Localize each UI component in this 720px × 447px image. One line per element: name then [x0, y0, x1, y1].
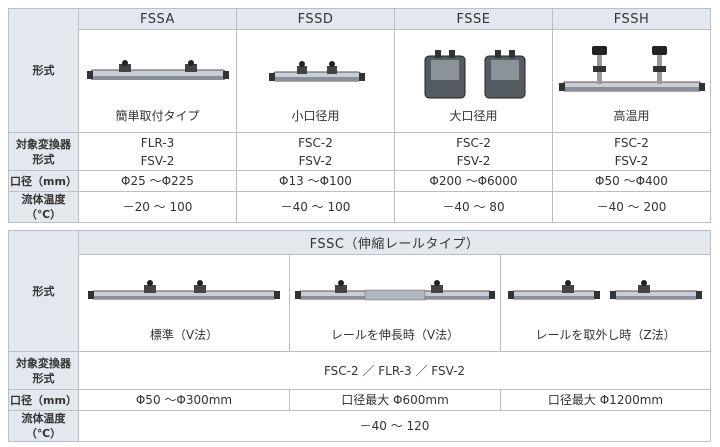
caption-fssh: 高温用 — [613, 109, 650, 123]
converter-value: FSV-2 — [456, 153, 491, 168]
model-header-fssh: FSSH — [552, 8, 711, 30]
model-header-fssd: FSSD — [236, 8, 395, 30]
model-name: FSSE — [456, 11, 491, 27]
model-name: FSSH — [613, 11, 650, 27]
row-label-temperature: 流体温度（℃） — [8, 410, 79, 442]
converter-label-line1: 対象変換器 — [16, 137, 71, 151]
image-cell-fssd: 小口径用 — [236, 29, 395, 133]
image-cell-fssa: 簡単取付タイプ — [78, 29, 237, 133]
model-name: FSSA — [140, 11, 175, 27]
fssc-header: FSSC（伸縮レールタイプ） — [77, 230, 712, 255]
diameter-fssa: Φ25 ～Φ225 — [78, 170, 237, 192]
diameter-fssc-standard: Φ50 ～Φ300mm — [78, 389, 290, 411]
converter-label-line1: 対象変換器 — [16, 356, 71, 370]
temp-fssh: －40 ～ 200 — [552, 191, 711, 223]
image-cell-fssh: 高温用 — [552, 29, 711, 133]
image-cell-fssc-extended: レールを伸長時（V法） — [289, 254, 501, 352]
converter-value: FLR-3 — [140, 135, 175, 150]
caption-fssc-removed: レールを取外し時（Z法） — [535, 328, 676, 342]
caption-fssd: 小口径用 — [291, 109, 340, 123]
row-label-temperature: 流体温度（℃） — [8, 191, 79, 223]
diameter-fssh: Φ50 ～Φ400 — [552, 170, 711, 192]
image-cell-fsse: 大口径用 — [394, 29, 553, 133]
caption-fssc-standard: 標準（V法） — [149, 328, 219, 342]
model-header-fssa: FSSA — [78, 8, 237, 30]
spec-table-fssc: 形式 FSSC（伸縮レールタイプ） 標準（V法） — [8, 230, 712, 442]
diameter-fssc-extended: 口径最大 Φ600mm — [289, 389, 501, 411]
converter-label-line2: 形式 — [32, 152, 55, 166]
form-label: 形式 — [32, 64, 55, 77]
row-label-diameter: 口径（mm） — [8, 170, 79, 192]
row-label-form: 形式 — [8, 230, 79, 352]
row-label-converter: 対象変換器形式 — [8, 132, 79, 171]
fssc-standard-image — [88, 280, 280, 300]
diameter-fsse: Φ200 ～Φ6000 — [394, 170, 553, 192]
image-cell-fssc-removed: レールを取外し時（Z法） — [499, 254, 712, 352]
fssh-sensor-image — [558, 46, 705, 92]
row-label-converter: 対象変換器形式 — [8, 351, 79, 390]
caption-fsse: 大口径用 — [449, 109, 498, 123]
form-label: 形式 — [32, 284, 55, 298]
converter-label-line2: 形式 — [32, 371, 55, 385]
image-cell-fssc-standard: 標準（V法） — [78, 254, 290, 352]
converter-value: FSV-2 — [140, 153, 175, 168]
temp-fssc: －40 ～ 120 — [77, 410, 712, 442]
model-name: FSSD — [297, 11, 334, 27]
converter-value: FSC-2 — [614, 135, 649, 150]
diameter-fssc-removed: 口径最大 Φ1200mm — [499, 389, 712, 411]
diameter-fssd: Φ13 ～Φ100 — [236, 170, 395, 192]
row-label-form: 形式 — [8, 8, 79, 133]
fssd-sensor-image — [268, 61, 365, 82]
caption-fssc-extended: レールを伸長時（V法） — [330, 328, 460, 342]
temp-fssd: －40 ～ 100 — [236, 191, 395, 223]
converter-value: FSV-2 — [298, 153, 333, 168]
converter-fssc: FSC-2 ／ FLR-3 ／ FSV-2 — [77, 351, 712, 390]
temp-fssa: －20 ～ 100 — [78, 191, 237, 223]
converter-value: FSC-2 — [456, 135, 491, 150]
fssa-sensor-image — [86, 60, 229, 80]
converter-value: FSV-2 — [614, 153, 649, 168]
temp-fsse: －40 ～ 80 — [394, 191, 553, 223]
fsse-sensor-image — [424, 50, 525, 99]
row-label-diameter: 口径（mm） — [8, 389, 79, 411]
spec-table-fss-series: 形式 FSSA FSSD FSSE FSSH 簡単取付タイプ — [8, 8, 711, 223]
fssc-extended-image — [295, 280, 495, 301]
fssc-removed-image — [507, 280, 702, 300]
converter-value: FSC-2 — [298, 135, 333, 150]
caption-fssa: 簡単取付タイプ — [115, 109, 200, 123]
model-header-fsse: FSSE — [394, 8, 553, 30]
